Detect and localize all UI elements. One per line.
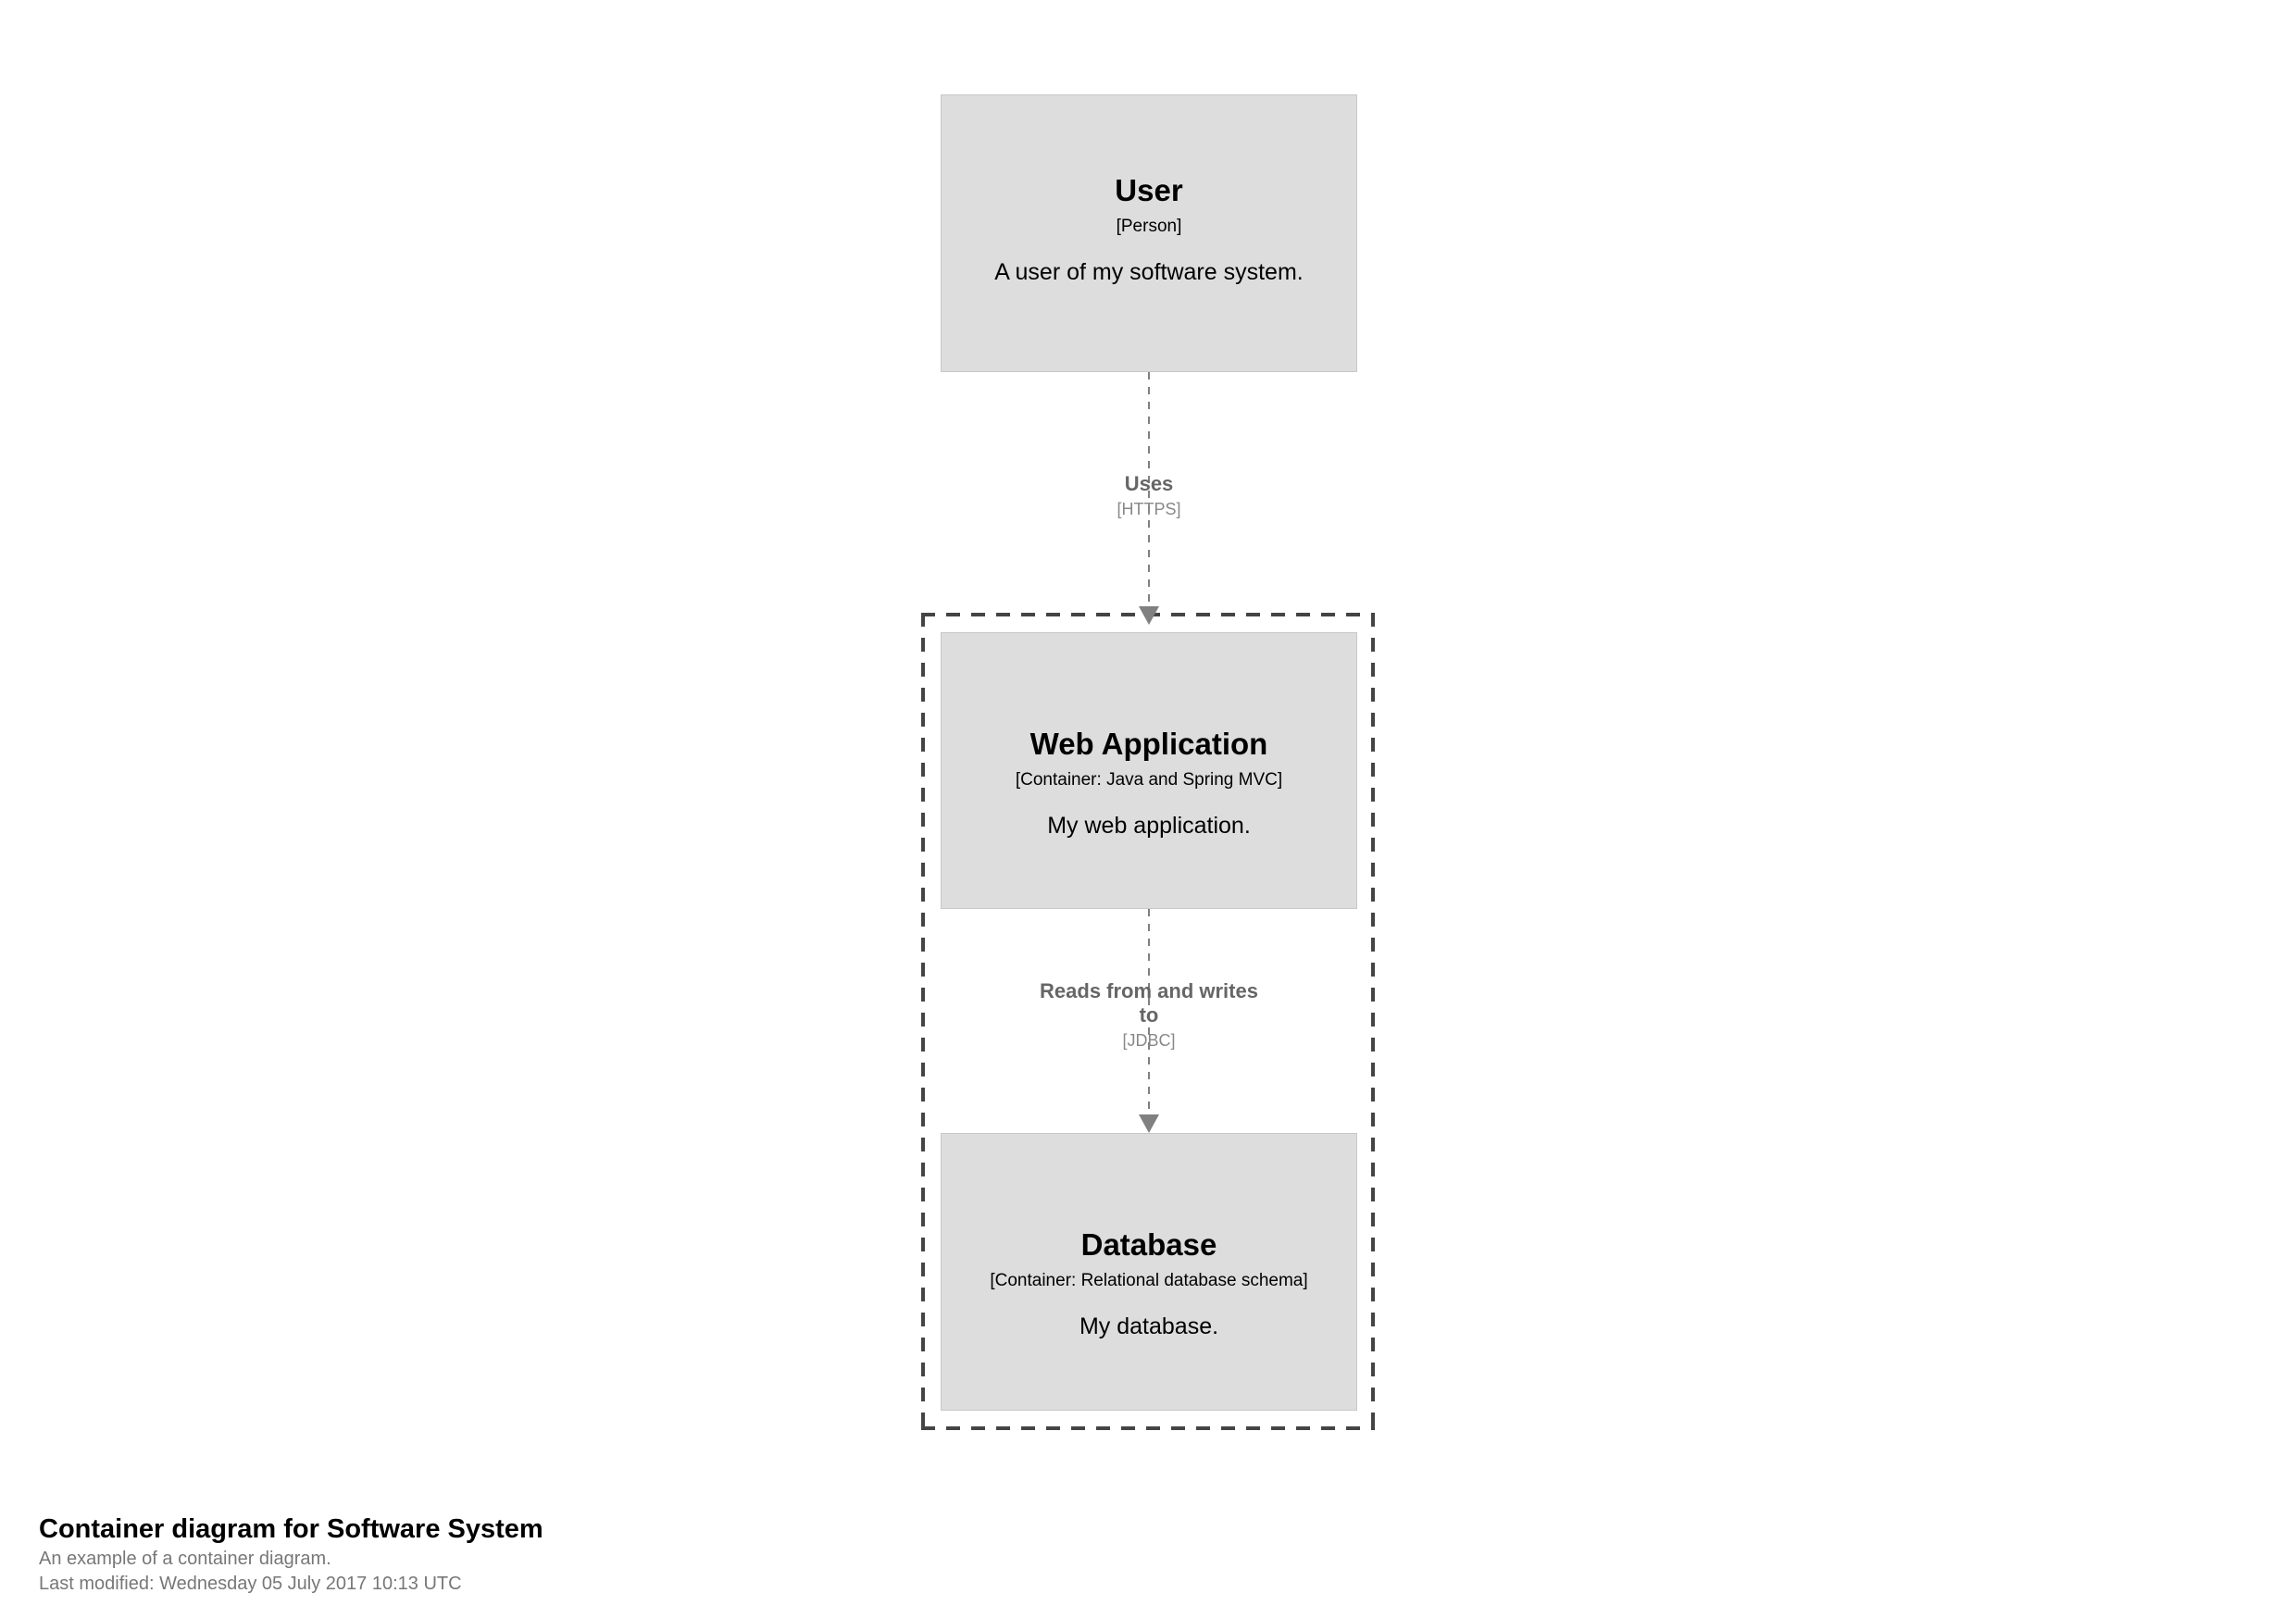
relationship-uses-arrowhead-icon — [1139, 606, 1159, 625]
caption-subtitle: An example of a container diagram. — [39, 1549, 331, 1570]
relationship-uses-line — [1148, 372, 1150, 611]
caption-last-modified: Last modified: Wednesday 05 July 2017 10… — [39, 1573, 462, 1594]
node-user-technology: [Person] — [1116, 217, 1182, 236]
boundary-edge-bottom — [921, 1426, 1375, 1430]
boundary-edge-left — [921, 613, 925, 1430]
diagram-caption: Container diagram for Software System An… — [39, 1512, 543, 1596]
relationship-reads-writes-technology: [JDBC] — [1122, 1030, 1176, 1050]
relationship-uses-label: Uses [HTTPS] — [964, 472, 1334, 519]
node-web-application[interactable]: Web Application [Container: Java and Spr… — [941, 632, 1357, 909]
relationship-uses-technology: [HTTPS] — [1117, 499, 1181, 518]
relationship-uses-description: Uses — [1124, 472, 1174, 495]
node-web-application-technology: [Container: Java and Spring MVC] — [1015, 770, 1283, 790]
node-database-technology: [Container: Relational database schema] — [990, 1271, 1308, 1290]
node-web-application-name: Web Application — [1029, 727, 1268, 761]
node-web-application-description: My web application. — [1047, 813, 1251, 839]
relationship-reads-writes-label: Reads from and writes to [JDBC] — [964, 979, 1334, 1051]
node-database-description: My database. — [1079, 1313, 1219, 1339]
boundary-edge-right — [1371, 613, 1375, 1430]
relationship-reads-writes-line — [1148, 909, 1150, 1114]
node-user-name: User — [1115, 173, 1183, 207]
node-user[interactable]: User [Person] A user of my software syst… — [941, 94, 1357, 372]
node-database-name: Database — [1080, 1227, 1217, 1262]
caption-title: Container diagram for Software System — [39, 1514, 543, 1544]
relationship-reads-writes-arrowhead-icon — [1139, 1114, 1159, 1133]
node-user-description: A user of my software system. — [994, 259, 1304, 285]
relationship-reads-writes-description: Reads from and writes to — [1040, 979, 1258, 1027]
node-database[interactable]: Database [Container: Relational database… — [941, 1133, 1357, 1411]
